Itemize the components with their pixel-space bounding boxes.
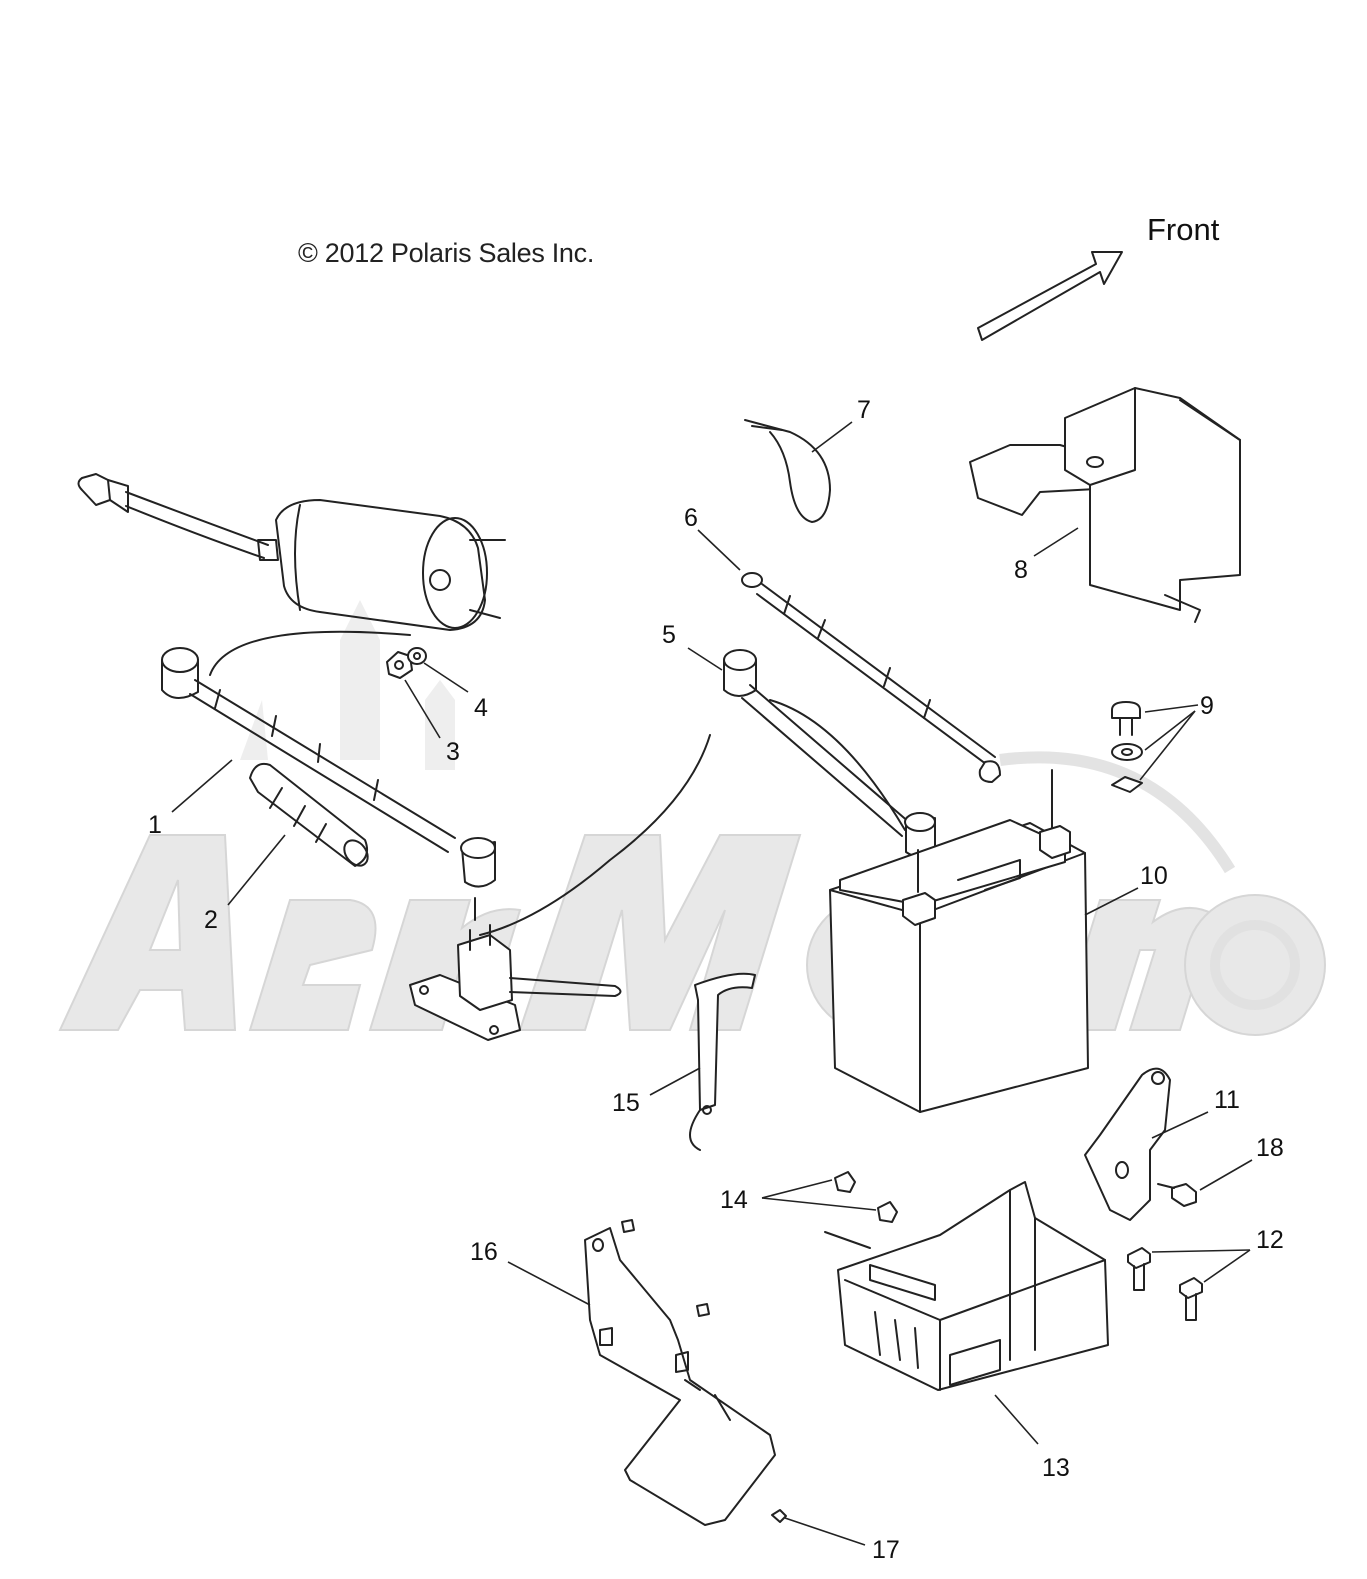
callout-5: 5 [662,621,676,649]
part-13-battery-tray [824,1181,1109,1391]
part-2-terminal-boot [249,762,369,867]
callout-4: 4 [474,694,488,722]
leader-lines [171,421,1253,1546]
part-17-screw [771,1509,787,1523]
part-5-short-cable [723,649,936,858]
callout-11: 11 [1214,1086,1240,1114]
part-3-nut [386,651,413,679]
callout-10: 10 [1140,862,1168,890]
part-16-mount-plate [584,1219,776,1526]
callout-8: 8 [1014,556,1028,584]
part-15-hold-down-strap [689,972,756,1151]
callout-3: 3 [446,738,460,766]
part-8-battery-cover [969,387,1241,623]
callout-6: 6 [684,504,698,532]
callout-9: 9 [1200,692,1214,720]
part-10-battery [829,769,1089,1113]
callout-1: 1 [148,811,162,839]
front-direction-arrow [977,251,1123,341]
part-12-bolts [1127,1247,1203,1321]
callout-17: 17 [872,1536,900,1564]
part-1-battery-cable [161,630,496,888]
front-direction-label: Front [1147,212,1220,247]
callout-14: 14 [720,1186,748,1214]
part-7-cable-tie [744,419,831,523]
callout-labels: 1 2 3 4 5 6 7 8 9 10 11 12 13 14 15 16 1… [148,396,1284,1564]
callout-2: 2 [204,906,218,934]
part-14-clips [834,1171,898,1223]
part-9-fastener-set [1111,701,1143,793]
starter-motor [77,473,506,631]
callout-13: 13 [1042,1454,1070,1482]
starter-solenoid [409,734,711,1041]
callout-18: 18 [1256,1134,1284,1162]
callout-15: 15 [612,1089,640,1117]
watermark-logo [58,600,1326,1036]
part-6-long-cable [741,572,1001,783]
callout-7: 7 [857,396,871,424]
part-11-bracket [1084,1067,1171,1221]
part-4-washer [407,647,427,665]
part-18-bolt [1157,1183,1197,1207]
callout-12: 12 [1256,1226,1284,1254]
callout-16: 16 [470,1238,498,1266]
copyright-notice: © 2012 Polaris Sales Inc. [298,238,595,268]
